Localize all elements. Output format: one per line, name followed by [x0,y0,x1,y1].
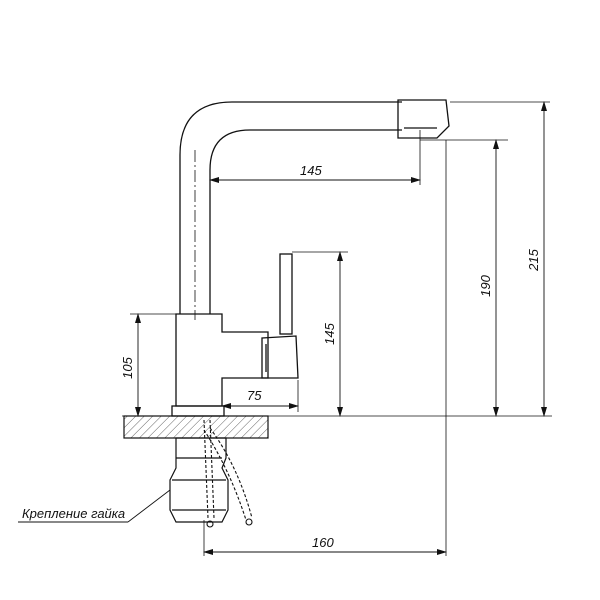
lever-handle [261,253,299,379]
dim-lever-height: 145 [322,322,337,344]
dim-lever-reach: 75 [247,388,262,403]
dim-spout-reach: 145 [300,163,322,178]
callout-leader [18,489,171,523]
extension-lines [122,101,552,556]
supply-hoses [203,419,253,528]
faucet-body [171,99,450,417]
callout-label: Крепление гайка [22,506,125,521]
dim-total-height: 215 [526,248,541,271]
dim-spout-height: 190 [478,274,493,296]
dim-total-reach: 160 [312,535,334,550]
countertop [123,415,269,439]
dim-body-height: 105 [120,356,135,378]
mounting-nut [169,437,229,523]
dimension-lines [135,101,547,555]
